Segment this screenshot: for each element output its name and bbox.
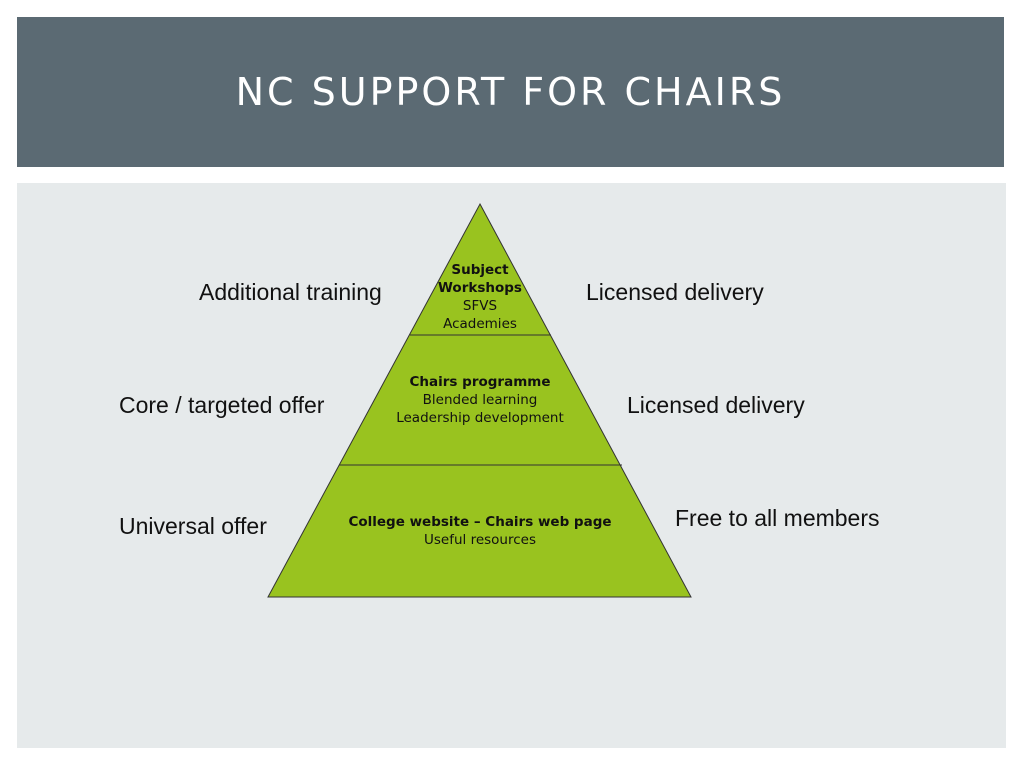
pyramid-tier-top: Subject Workshops SFVS Academies xyxy=(400,261,560,333)
tier-middle-line3: Leadership development xyxy=(396,410,564,426)
pyramid-tier-middle: Chairs programme Blended learning Leader… xyxy=(370,373,590,427)
tier-top-line3: SFVS xyxy=(462,298,498,314)
right-label-bottom: Free to all members xyxy=(675,505,880,531)
right-label-middle: Licensed delivery xyxy=(627,392,805,418)
tier-top-heading-line2: Workshops xyxy=(438,280,522,296)
pyramid-shape xyxy=(267,202,692,598)
tier-middle-line2: Blended learning xyxy=(422,392,538,408)
tier-bottom-line2: Useful resources xyxy=(424,532,536,548)
left-label-bottom: Universal offer xyxy=(119,513,267,539)
right-label-top: Licensed delivery xyxy=(586,279,764,305)
title-bar: NC SUPPORT FOR CHAIRS xyxy=(17,17,1004,167)
tier-top-heading-line1: Subject xyxy=(451,262,509,278)
pyramid-tier-bottom: College website – Chairs web page Useful… xyxy=(320,513,640,549)
page-title: NC SUPPORT FOR CHAIRS xyxy=(235,70,786,114)
tier-top-line4: Academies xyxy=(443,316,517,332)
tier-bottom-heading: College website – Chairs web page xyxy=(348,514,612,530)
left-label-middle: Core / targeted offer xyxy=(119,392,325,418)
left-label-top: Additional training xyxy=(199,279,382,305)
tier-middle-heading: Chairs programme xyxy=(409,374,551,390)
